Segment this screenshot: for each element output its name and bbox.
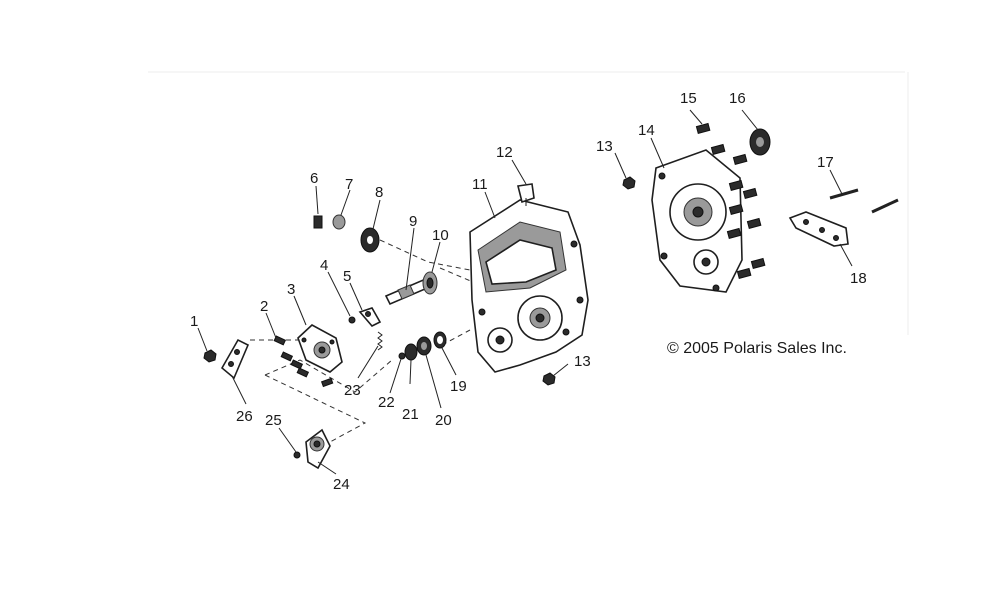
callout-8: 8 (375, 184, 383, 201)
callout-13-upper: 13 (596, 138, 613, 155)
leader-lines (197, 109, 853, 475)
callout-20: 20 (435, 412, 452, 429)
callout-19: 19 (450, 378, 467, 395)
part-6-clip (313, 215, 323, 229)
callout-23: 23 (344, 382, 361, 399)
callout-17: 17 (817, 154, 834, 171)
callout-24: 24 (333, 476, 350, 493)
callout-21: 21 (402, 406, 419, 423)
callout-16: 16 (729, 90, 746, 107)
callout-26: 26 (236, 408, 253, 425)
part-15-bolts (695, 122, 766, 280)
part-20-bearing (416, 336, 432, 356)
callout-10: 10 (432, 227, 449, 244)
callout-3: 3 (287, 281, 295, 298)
part-11-main-case (469, 199, 589, 373)
copyright-notice: © 2005 Polaris Sales Inc. (667, 340, 847, 357)
part-3-housing (297, 324, 343, 373)
callout-9: 9 (409, 213, 417, 230)
part-10-gear (422, 271, 438, 295)
callout-14: 14 (638, 122, 655, 139)
callout-1: 1 (190, 313, 198, 330)
part-17-bolts (829, 188, 899, 214)
part-25-washer (293, 451, 301, 459)
part-14-cover (651, 149, 743, 293)
callout-4: 4 (320, 257, 328, 274)
part-5-lever (358, 307, 382, 327)
callout-6: 6 (310, 170, 318, 187)
part-24-idler (305, 428, 331, 470)
callout-2: 2 (260, 298, 268, 315)
part-26-bracket-plate (220, 338, 250, 380)
callout-labels: 1 2 3 4 5 6 7 8 9 10 11 12 13 13 14 15 1… (190, 90, 867, 493)
part-19-ring (433, 331, 447, 349)
callout-12: 12 (496, 144, 513, 161)
part-12-vent-fitting (517, 183, 535, 206)
part-8-seal (360, 227, 380, 253)
part-23-spring (377, 331, 383, 351)
callout-11: 11 (472, 176, 488, 193)
callout-7: 7 (345, 176, 353, 193)
part-22-washer (398, 352, 406, 360)
callout-25: 25 (265, 412, 282, 429)
callout-5: 5 (343, 268, 351, 285)
part-1-nut (203, 349, 217, 363)
part-13-nut-upper (622, 176, 636, 190)
callout-22: 22 (378, 394, 395, 411)
callout-15: 15 (680, 90, 697, 107)
part-21-bearing (404, 343, 418, 361)
part-18-bracket (788, 211, 849, 247)
callout-13-lower: 13 (574, 353, 591, 370)
part-7-bushing (332, 214, 346, 230)
part-4-washer (348, 316, 356, 324)
callout-18: 18 (850, 270, 867, 287)
part-13-nut-lower (542, 372, 556, 386)
part-16-seal (749, 128, 771, 156)
part-2-screws (273, 335, 334, 388)
